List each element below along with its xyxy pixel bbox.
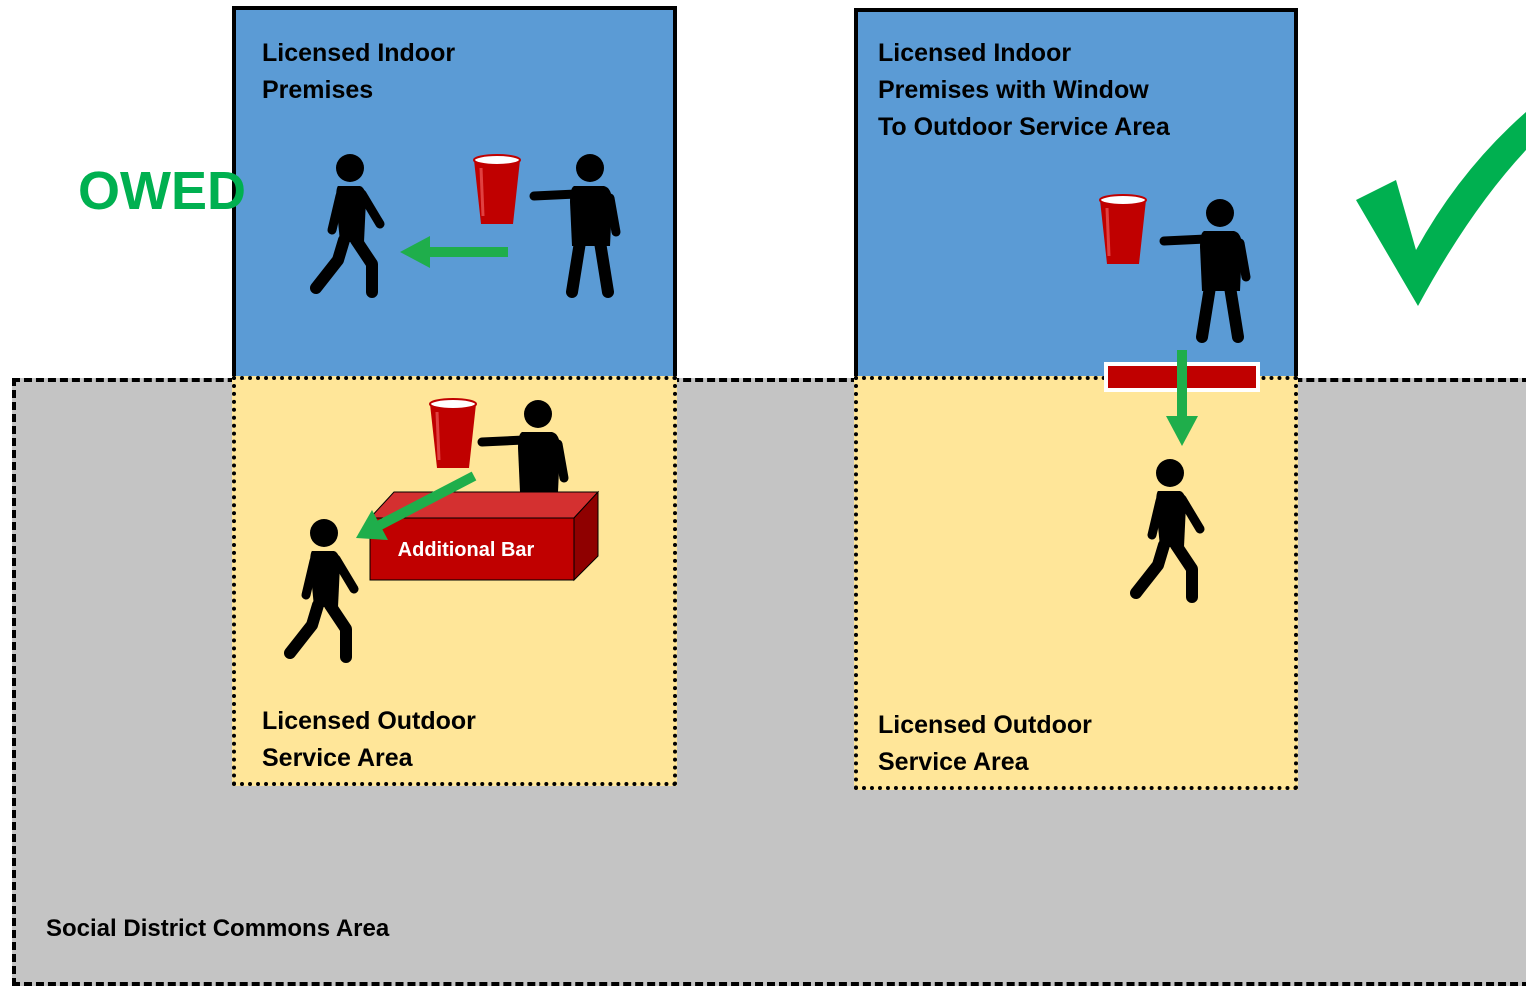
right-outdoor-label: Licensed Outdoor Service Area <box>878 707 1092 781</box>
left-indoor-label-line: Licensed Indoor <box>262 39 456 67</box>
left-outdoor-label-line: Licensed Outdoor <box>262 707 476 735</box>
right-outdoor-label-line: Licensed Outdoor <box>878 711 1092 739</box>
checkmark-icon <box>1356 112 1526 306</box>
right-outdoor-label-line: Service Area <box>878 748 1029 776</box>
left-indoor-label-line: Premises <box>262 76 374 104</box>
right-indoor-label: Licensed Indoor Premises with Window To … <box>878 35 1170 146</box>
commons-label: Social District Commons Area <box>46 915 390 942</box>
left-outdoor-label: Licensed Outdoor Service Area <box>262 703 476 777</box>
right-indoor-label-line: Premises with Window <box>878 76 1149 104</box>
right-indoor-label-line: Licensed Indoor <box>878 39 1072 67</box>
left-outdoor-label-line: Service Area <box>262 744 413 772</box>
right-indoor-label-line: To Outdoor Service Area <box>878 113 1170 141</box>
left-indoor-label: Licensed Indoor Premises <box>262 35 455 109</box>
allowed-banner: OWED <box>78 161 246 221</box>
right-licensed-outdoor-service-area <box>854 376 1298 790</box>
